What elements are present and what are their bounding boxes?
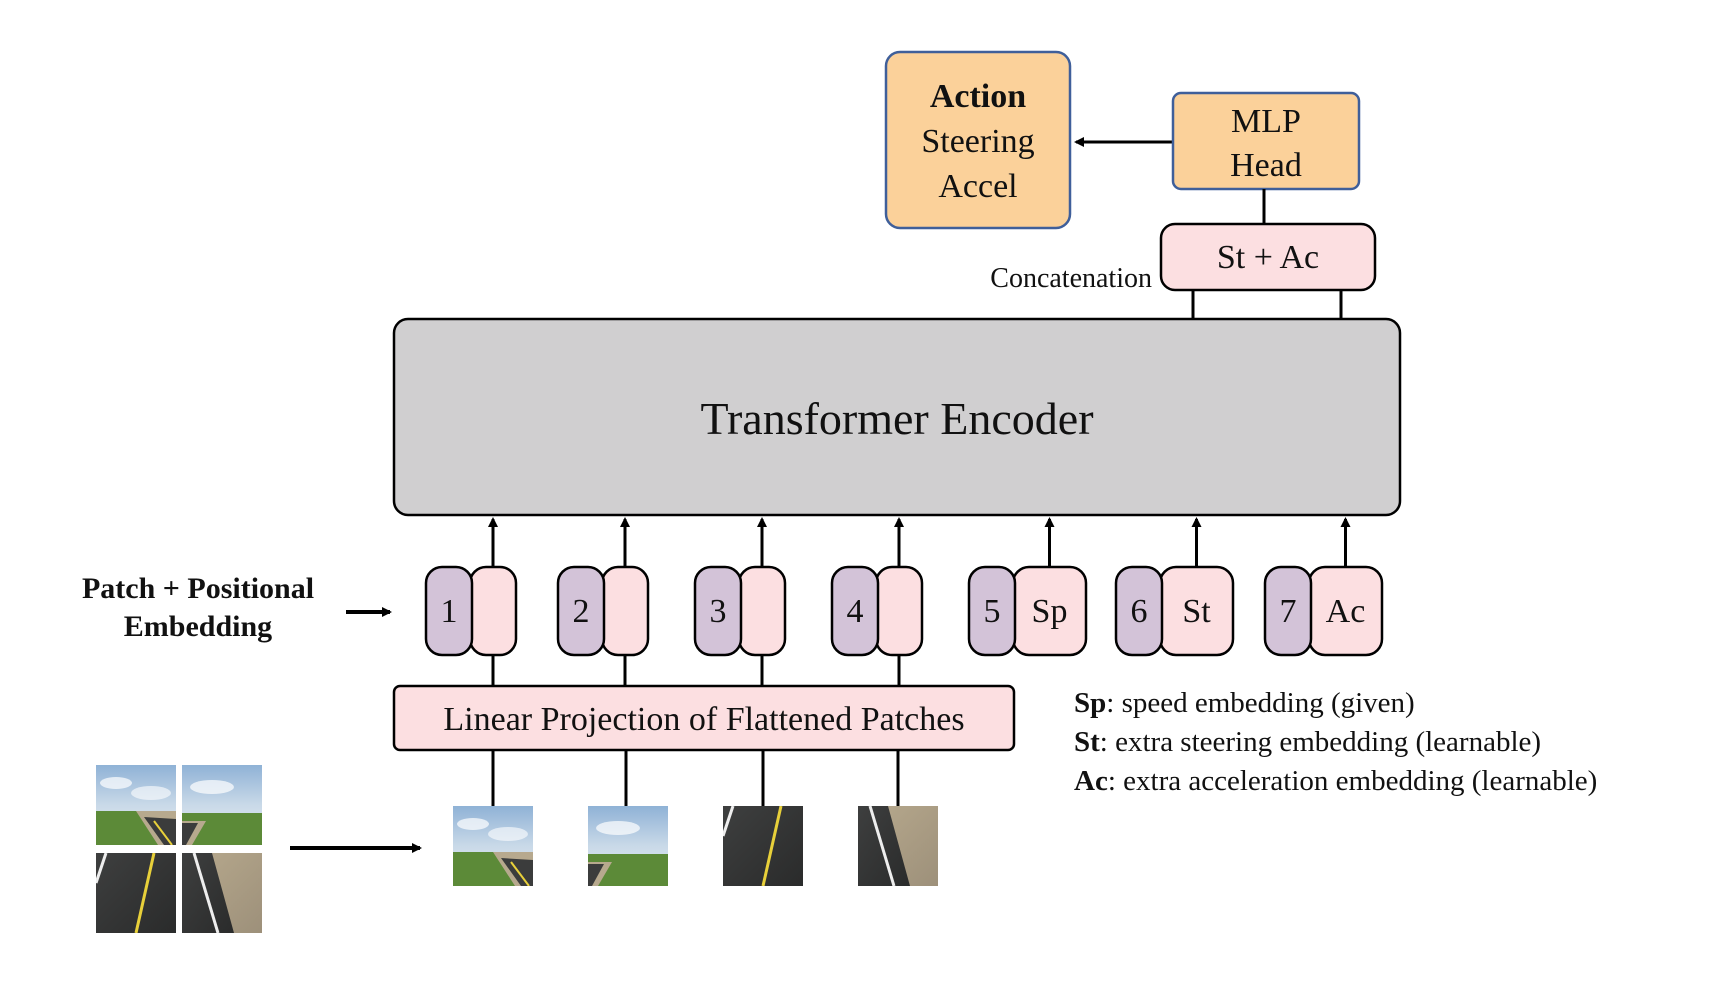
legend-key: Ac — [1074, 765, 1108, 797]
token-3-position-label: 3 — [710, 593, 727, 630]
token-6-content-label: St — [1182, 593, 1211, 630]
token-6-position-label: 6 — [1131, 593, 1148, 630]
token-2-embedding — [600, 565, 650, 657]
flattened-patches — [453, 806, 938, 886]
legend-key: Sp — [1074, 687, 1106, 719]
road-asphalt-right-patch — [182, 853, 262, 933]
action-steering-label: Steering — [921, 123, 1034, 160]
projection-label: Linear Projection of Flattened Patches — [443, 701, 964, 738]
token-4: 4 — [830, 565, 924, 657]
flattened-patch-2 — [588, 806, 668, 886]
legend-description: : extra steering embedding (learnable) — [1100, 726, 1541, 758]
action-output-box: Action Steering Accel — [884, 50, 1072, 230]
token-6-position — [1114, 565, 1164, 657]
legend-description: : extra acceleration embedding (learnabl… — [1108, 765, 1598, 797]
embedding-label-line1: Patch + Positional — [82, 572, 314, 605]
token-4-position — [830, 565, 880, 657]
road-asphalt-left-patch — [96, 853, 176, 933]
token-4-embedding — [874, 565, 924, 657]
token-2: 2 — [556, 565, 650, 657]
token-3-position — [693, 565, 743, 657]
flattened-patch-4 — [858, 806, 938, 886]
token-2-position-label: 2 — [573, 593, 590, 630]
token-5: 5 Sp — [967, 565, 1088, 657]
legend-description: : speed embedding (given) — [1106, 687, 1414, 719]
action-box-frame — [884, 50, 1072, 230]
token-7-position-label: 7 — [1280, 593, 1297, 630]
input-image-grid — [96, 765, 262, 933]
legend: Sp: speed embedding (given)St: extra ste… — [1074, 687, 1597, 797]
token-5-position-label: 5 — [984, 593, 1001, 630]
legend-item-sp: Sp: speed embedding (given) — [1074, 687, 1415, 719]
flattened-patch-1 — [453, 806, 533, 886]
token-5-position — [967, 565, 1017, 657]
token-1-embedding — [468, 565, 518, 657]
legend-item-ac: Ac: extra acceleration embedding (learna… — [1074, 765, 1597, 797]
embedding-label-line2: Embedding — [124, 610, 272, 643]
legend-item-st: St: extra steering embedding (learnable) — [1074, 726, 1541, 758]
token-arrows — [488, 517, 1351, 567]
road-sky-right-patch — [182, 765, 262, 845]
token-1: 1 — [424, 565, 518, 657]
token-6: 6 St — [1114, 565, 1235, 657]
linear-projection-box: Linear Projection of Flattened Patches — [392, 684, 1016, 752]
flattened-patch-3 — [723, 806, 803, 886]
mlp-head-box: MLP Head — [1171, 91, 1361, 191]
mlp-head-line2: Head — [1230, 147, 1302, 184]
action-title: Action — [930, 78, 1026, 115]
token-1-position-label: 1 — [441, 593, 458, 630]
token-7: 7 Ac — [1263, 565, 1384, 657]
concatenation-label: Concatenation — [990, 263, 1152, 294]
projection-lines — [491, 655, 901, 686]
encoder-label: Transformer Encoder — [700, 393, 1093, 444]
token-4-position-label: 4 — [847, 593, 864, 630]
token-5-content-label: Sp — [1032, 593, 1068, 630]
concat-box-text: St + Ac — [1217, 239, 1319, 276]
mlp-head-frame — [1171, 91, 1361, 191]
token-7-position — [1263, 565, 1313, 657]
action-accel-label: Accel — [938, 168, 1017, 205]
legend-key: St — [1074, 726, 1100, 758]
token-3: 3 — [693, 565, 787, 657]
concat-box: St + Ac — [1159, 222, 1377, 292]
token-1-position — [424, 565, 474, 657]
encoder-frame — [392, 317, 1402, 517]
tokens: 1 2 3 4 5 Sp 6 St 7 Ac — [424, 565, 1384, 657]
token-7-content-label: Ac — [1326, 593, 1366, 630]
token-2-position — [556, 565, 606, 657]
transformer-encoder: Transformer Encoder — [392, 317, 1402, 517]
token-3-embedding — [737, 565, 787, 657]
mlp-head-line1: MLP — [1231, 103, 1301, 140]
road-sky-left-patch — [96, 765, 176, 845]
projection-frame — [392, 684, 1016, 752]
concat-box-frame — [1159, 222, 1377, 292]
